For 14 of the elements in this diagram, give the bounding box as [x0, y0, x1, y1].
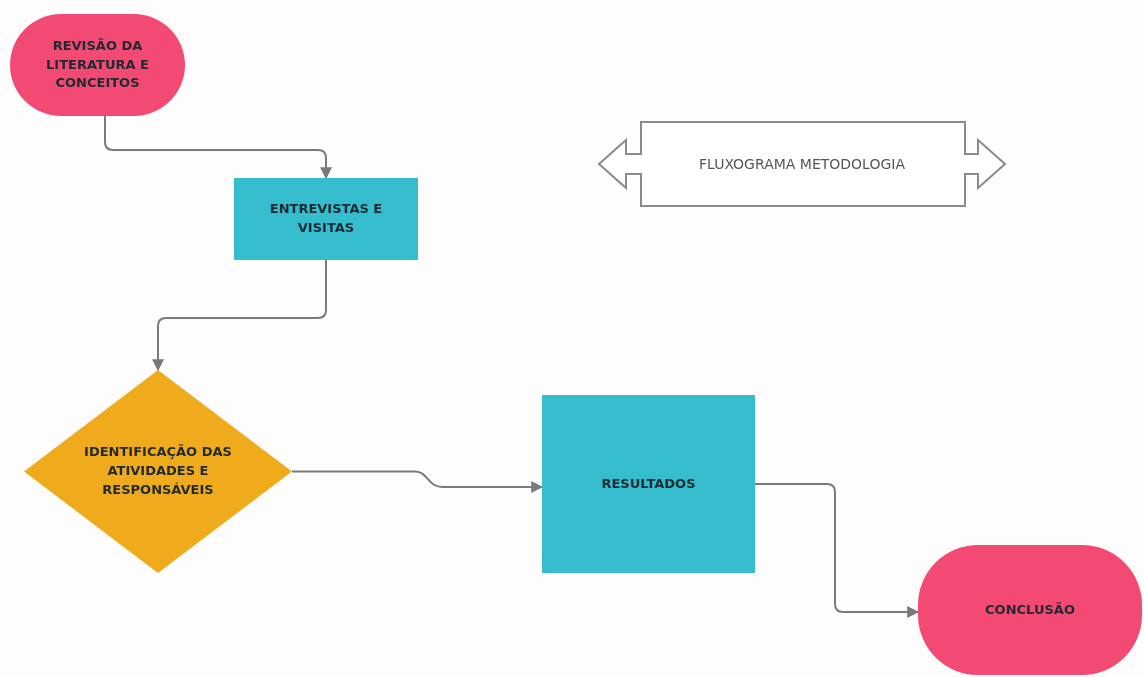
node-label: IDENTIFICAÇÃO DAS ATIVIDADES E RESPONSÁVEIS [83, 443, 233, 499]
node-label: REVISÃO DA LITERATURA E CONCEITOS [45, 36, 150, 93]
arrow [754, 483, 920, 618]
arrow [104, 115, 332, 180]
node-label: RESULTADOS [601, 474, 696, 493]
process-box [542, 395, 755, 573]
node-label: ENTREVISTAS E VISITAS [268, 200, 384, 237]
process-box [234, 178, 418, 260]
node-label: FLUXOGRAMA METODOLOGIA [699, 154, 905, 174]
arrow [291, 470, 544, 493]
arrow [152, 259, 327, 372]
node-label: CONCLUSÃO [985, 600, 1075, 619]
decision-diamond [24, 370, 292, 573]
double-arrow-banner [598, 122, 1006, 206]
